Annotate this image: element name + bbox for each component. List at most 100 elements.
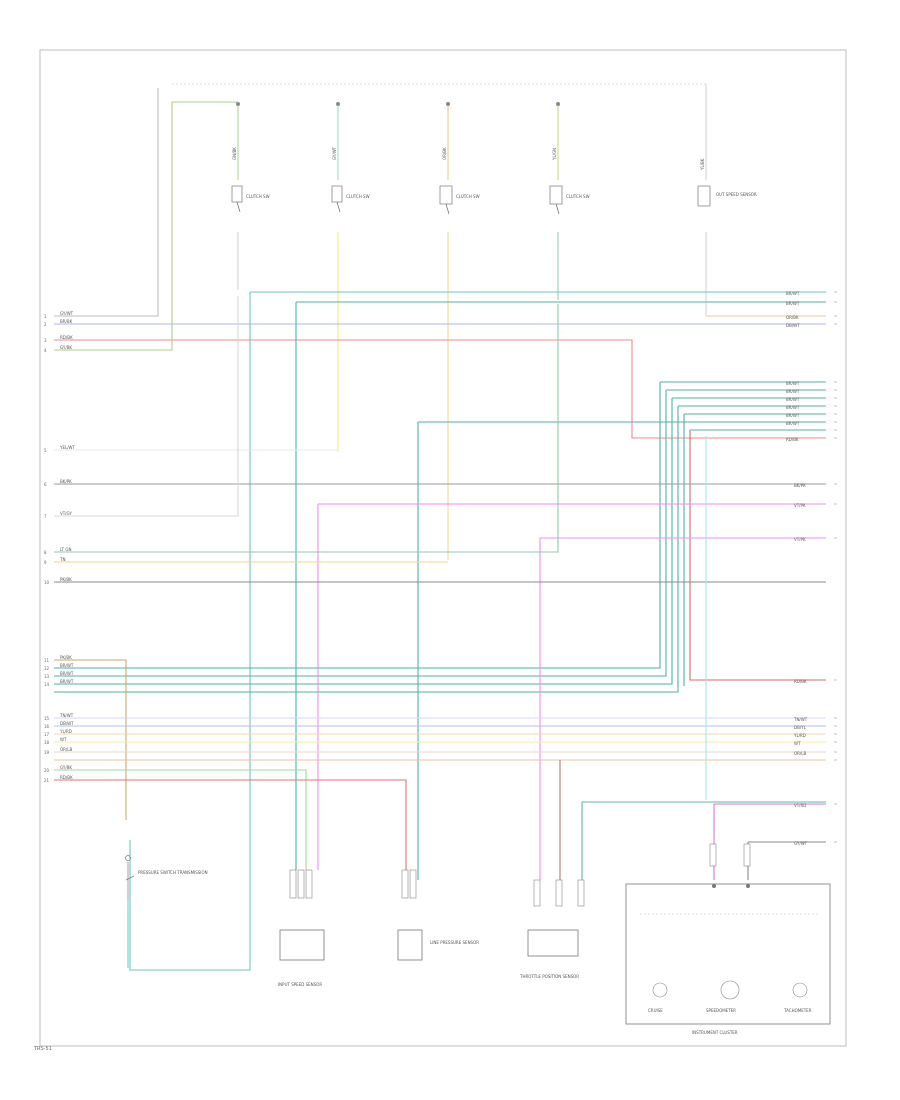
tachometer-gauge-icon [792,982,808,998]
svg-text:GN/BK: GN/BK [232,147,237,160]
sensor-switch-1: GN/BK CLUTCH SW [231,102,270,290]
svg-text:BR/WT: BR/WT [60,679,74,684]
svg-text:12: 12 [44,666,50,671]
svg-text:YL/BK: YL/BK [700,158,705,171]
svg-text:BR/WT: BR/WT [786,301,800,306]
input-speed-sensor: INPUT SPEED SENSOR [278,869,325,987]
svg-text:BR/WT: BR/WT [60,663,74,668]
svg-text:4: 4 [44,348,47,353]
sensor-switch-2: GY/WT CLUTCH SW [331,102,370,452]
svg-text:YL/RD: YL/RD [793,733,806,738]
svg-text:RD/BK: RD/BK [60,775,73,780]
svg-text:11: 11 [44,658,50,663]
svg-text:GY/BK: GY/BK [60,345,72,350]
svg-text:VT/PK: VT/PK [794,537,806,542]
svg-text:RD/BK: RD/BK [794,679,807,684]
svg-text:DB/YL: DB/YL [794,725,807,730]
svg-text:9: 9 [44,560,47,565]
instrument-cluster: CRUISE SPEEDOMETER TACHOMETER INSTRUMENT… [625,843,831,1035]
svg-text:VT/GY: VT/GY [60,511,72,516]
svg-text:14: 14 [44,682,50,687]
svg-text:TN/WT: TN/WT [59,713,74,718]
svg-text:GY/WT: GY/WT [60,311,74,316]
svg-text:21: 21 [44,778,50,783]
svg-text:2: 2 [44,322,47,327]
sensor-switch-2-label: CLUTCH SW [346,194,370,199]
svg-text:RD/BK: RD/BK [786,437,799,442]
svg-text:BR/BK: BR/BK [60,319,73,324]
cluster-gauge-speedometer: SPEEDOMETER [706,1008,736,1013]
svg-text:WT: WT [60,737,67,742]
svg-text:LT GN: LT GN [60,547,71,552]
svg-text:RD/BK: RD/BK [60,335,73,340]
svg-text:GY/WT: GY/WT [332,146,337,160]
svg-text:PK/BK: PK/BK [60,577,72,582]
svg-text:OR/BK: OR/BK [442,147,447,160]
wire-bundle [54,88,826,971]
svg-text:BR/WT: BR/WT [786,413,800,418]
svg-text:BR/WT: BR/WT [786,381,800,386]
svg-text:GY/WT: GY/WT [794,841,808,846]
instrument-cluster-label: INSTRUMENT CLUSTER [692,1030,738,1035]
svg-text:7: 7 [44,514,47,519]
sensor-switch-3-label: CLUTCH SW [456,194,480,199]
output-speed-sensor-top: YL/BK OUT SPEED SENSOR [697,84,826,317]
svg-text:19: 19 [44,750,50,755]
svg-text:BR/WT: BR/WT [786,389,800,394]
svg-text:BR/WT: BR/WT [60,671,74,676]
svg-text:5: 5 [44,448,47,453]
svg-text:YL/GN: YL/GN [552,148,557,161]
svg-text:YL/RD: YL/RD [59,729,72,734]
svg-text:DB/WT: DB/WT [786,323,800,328]
svg-text:1: 1 [44,314,47,319]
svg-text:13: 13 [44,674,50,679]
svg-text:BK/PK: BK/PK [60,479,72,484]
sensor-switch-3: OR/BK CLUTCH SW [439,102,480,560]
svg-text:OR/BK: OR/BK [786,315,799,320]
svg-text:YEL/WT: YEL/WT [59,445,76,450]
svg-text:BR/WT: BR/WT [786,397,800,402]
svg-text:8: 8 [44,550,47,555]
pressure-switch-label: PRESSURE SWITCH TRANSMISSION [138,870,208,875]
footer-code: TRS-51 [34,1046,52,1052]
svg-text:6: 6 [44,482,47,487]
svg-text:OR/LB: OR/LB [60,747,73,752]
svg-text:DB/WT: DB/WT [60,721,74,726]
svg-text:17: 17 [44,732,50,737]
cluster-gauge-tachometer: TACHOMETER [783,1008,812,1013]
input-speed-sensor-label: INPUT SPEED SENSOR [278,982,322,987]
svg-text:10: 10 [44,580,50,585]
speedometer-gauge-icon [720,980,740,1000]
sensor-switch-1-label: CLUTCH SW [246,194,270,199]
right-wire-labels: BR/WT BR/WT OR/BK DB/WT BR/WT BR/WT BR/W… [786,291,837,846]
svg-text:20: 20 [44,768,50,773]
svg-text:BR/WT: BR/WT [786,291,800,296]
svg-text:3: 3 [44,338,47,343]
svg-text:PK/BK: PK/BK [60,655,72,660]
svg-text:15: 15 [44,716,50,721]
output-speed-sensor-label: OUT SPEED SENSOR [716,192,757,197]
svg-text:16: 16 [44,724,50,729]
line-pressure-sensor-label: LINE PRESSURE SENSOR [430,940,479,945]
left-wire-labels: 1 GY/WT 2 BR/BK 3 RD/BK 4 GY/BK 5 YEL/WT… [44,311,76,783]
svg-text:BK/PK: BK/PK [794,483,806,488]
svg-text:VT/PK: VT/PK [794,503,806,508]
svg-text:BR/WT: BR/WT [786,405,800,410]
svg-text:BR/WT: BR/WT [786,421,800,426]
svg-text:OR/LB: OR/LB [794,751,807,756]
svg-text:VT/RD: VT/RD [794,803,806,808]
line-pressure-sensor: LINE PRESSURE SENSOR [397,869,479,961]
cruise-gauge-icon [652,982,668,998]
svg-text:18: 18 [44,740,50,745]
sensor-switch-4: YL/GN CLUTCH SW [549,102,590,300]
svg-text:TN: TN [59,557,65,562]
svg-text:WT: WT [794,741,801,746]
pressure-switch-transmission: PRESSURE SWITCH TRANSMISSION [125,855,208,968]
throttle-position-label: THROTTLE POSITION SENSOR [519,974,579,979]
svg-text:TN/WT: TN/WT [793,717,808,722]
throttle-position-sensor: THROTTLE POSITION SENSOR [519,879,585,979]
sensor-switch-4-label: CLUTCH SW [566,194,590,199]
svg-text:GY/BK: GY/BK [60,765,72,770]
cluster-gauge-cruise: CRUISE [648,1008,663,1013]
